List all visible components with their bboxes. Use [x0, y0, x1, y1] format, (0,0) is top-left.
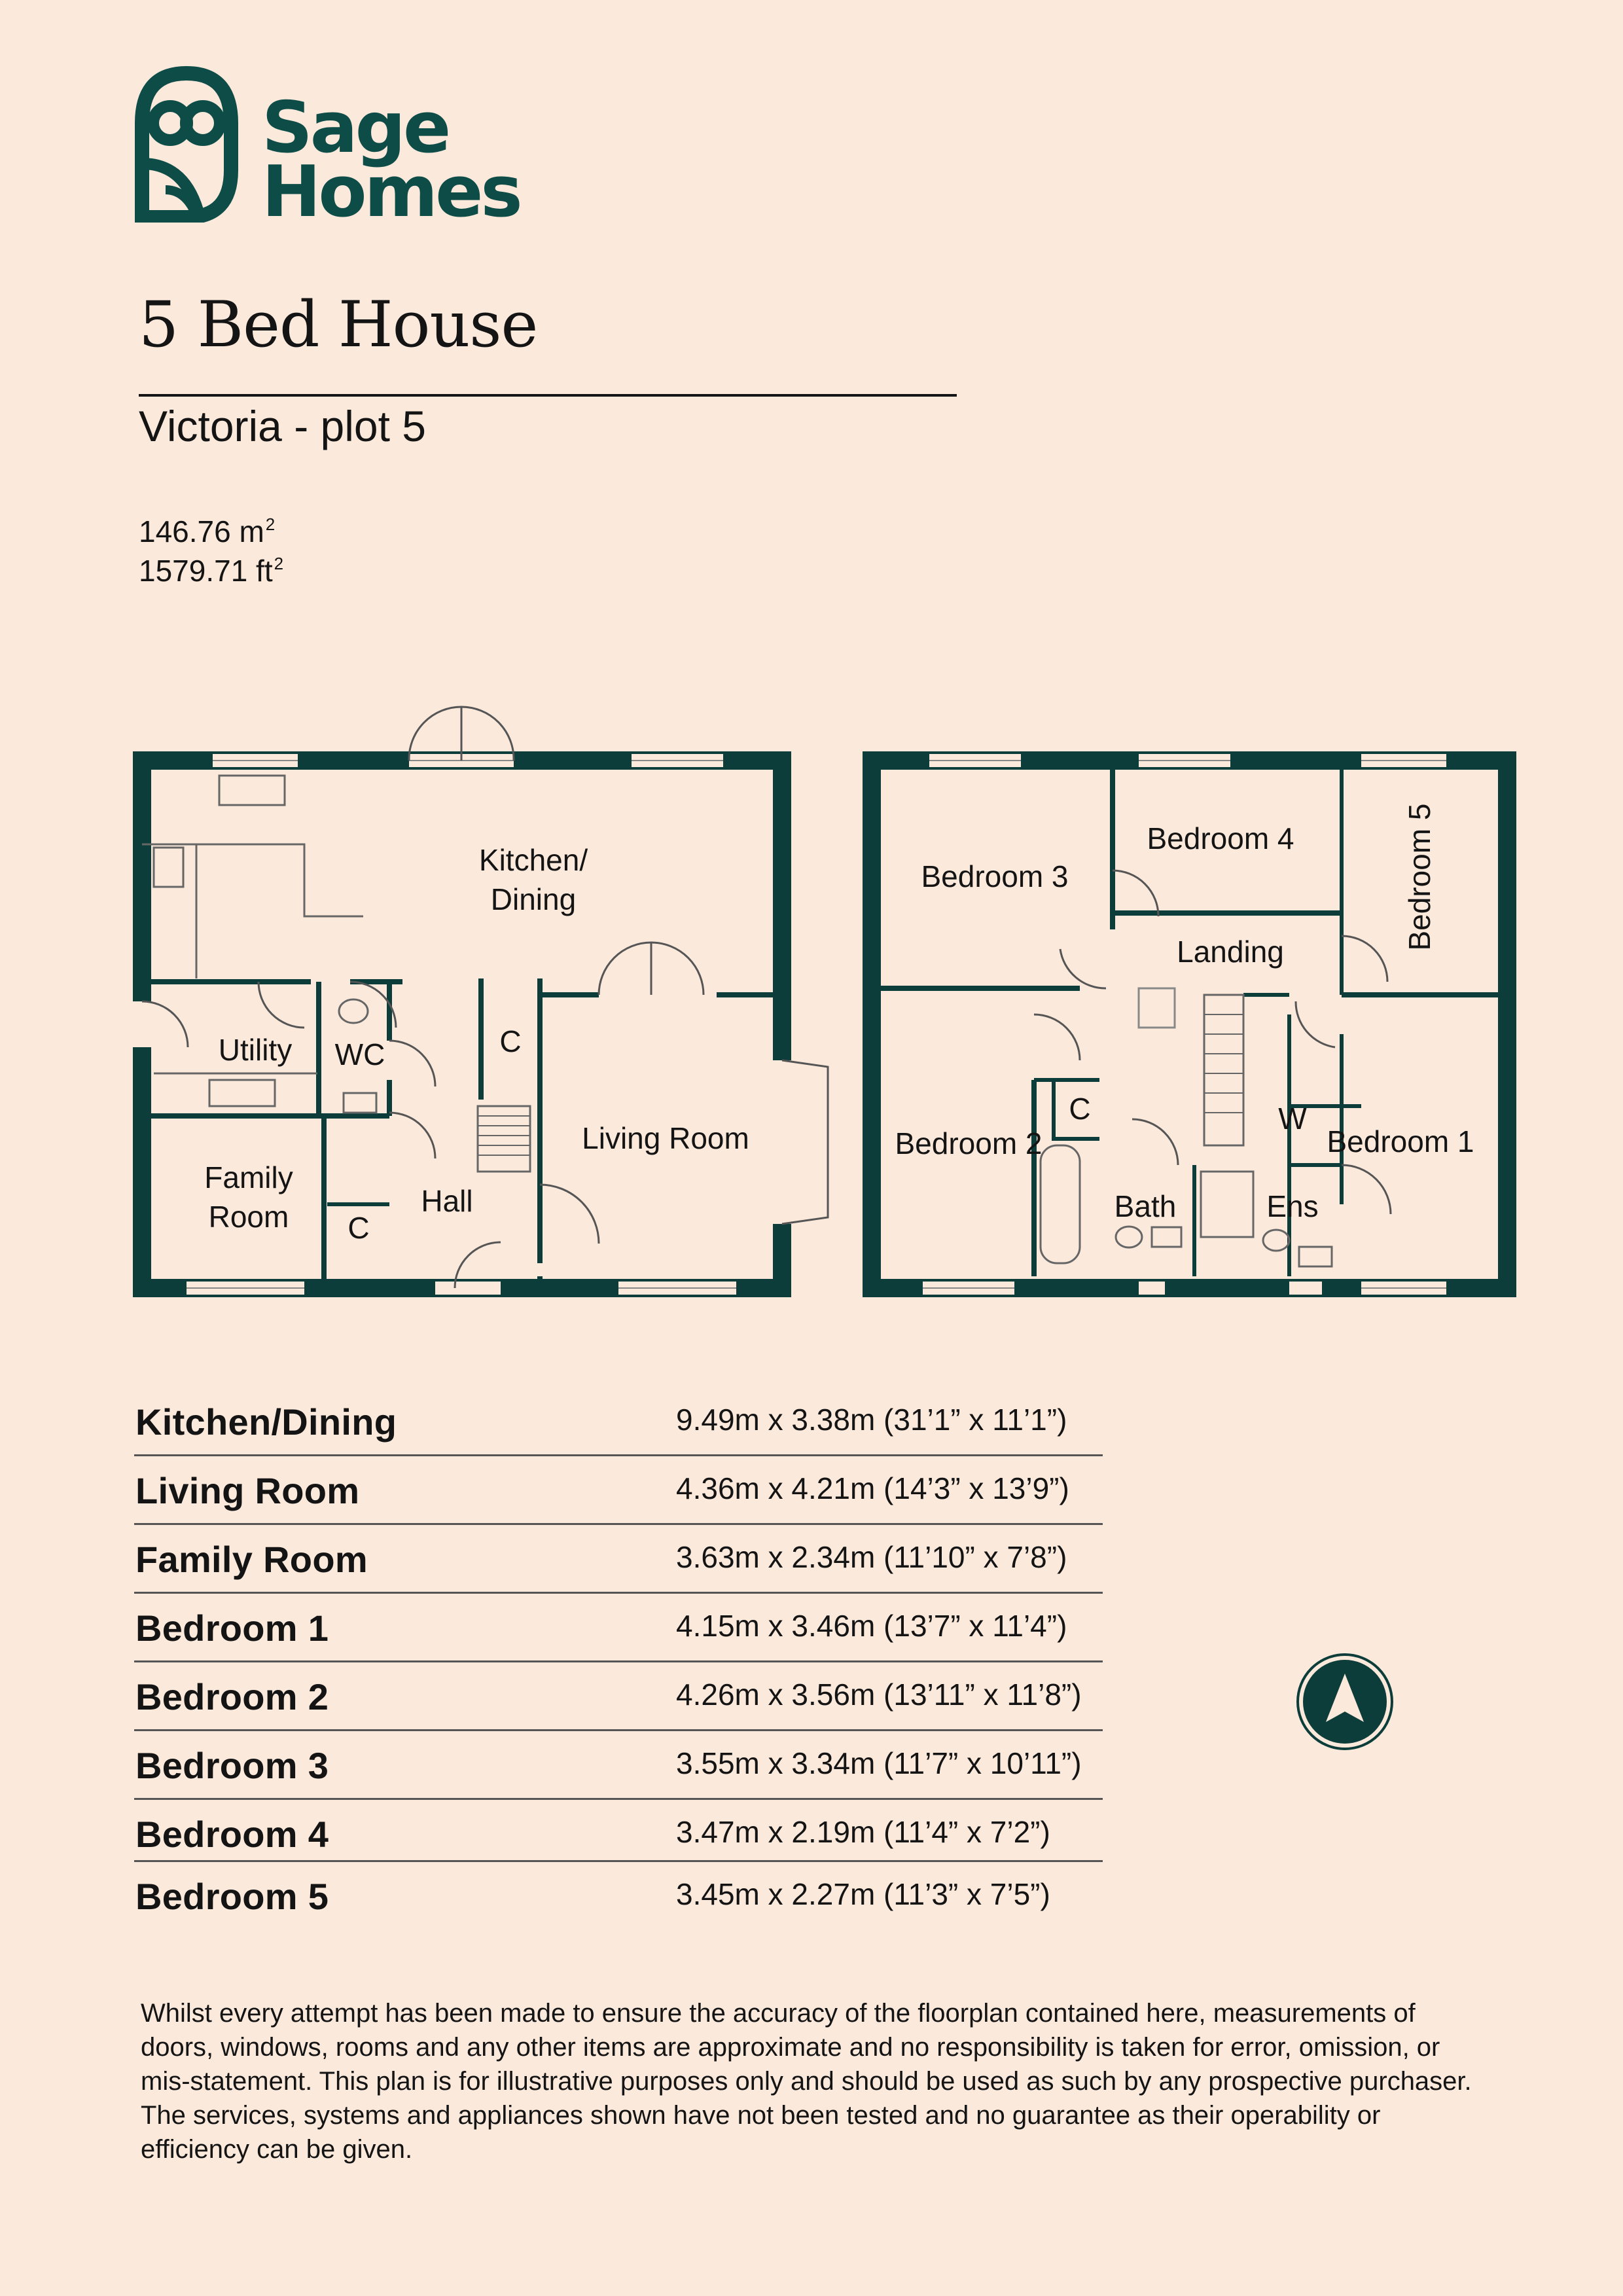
brand-name-line1: Sage — [262, 87, 451, 169]
room-cupboard: C — [499, 1024, 522, 1059]
room-utility: Utility — [218, 1033, 293, 1067]
room-dimensions-table: Kitchen/Dining 9.49m x 3.38m (31’1” x 11’… — [134, 1388, 1103, 1929]
disclaimer-text: Whilst every attempt has been made to en… — [141, 1999, 1472, 2164]
area-metric: 146.76 m2 — [139, 516, 275, 547]
room-ensuite: Ens — [1266, 1189, 1319, 1224]
dimension-room: Bedroom 4 — [135, 1814, 329, 1855]
room-landing: Landing — [1177, 935, 1284, 969]
room-cupboard: C — [1069, 1092, 1091, 1126]
room-bedroom-4: Bedroom 4 — [1147, 821, 1294, 856]
first-floor-drawing — [863, 751, 1516, 1297]
dimension-room: Living Room — [135, 1470, 360, 1511]
dimension-size: 4.15m x 3.46m (13’7” x 11’4”) — [676, 1609, 1067, 1643]
room-cupboard-2: C — [348, 1211, 370, 1246]
dimension-size: 4.26m x 3.56m (13’11” x 11’8”) — [676, 1677, 1082, 1712]
north-arrow-icon — [1296, 1653, 1394, 1751]
brand-logo: Sage Homes — [134, 65, 527, 228]
area-imperial-sup: 2 — [274, 554, 284, 573]
dimension-size: 3.55m x 3.34m (11’7” x 10’11”) — [676, 1746, 1082, 1780]
dimension-row: Family Room 3.63m x 2.34m (11’10” x 7’8”) — [134, 1525, 1103, 1594]
area-imperial-value: 1579.71 ft — [139, 554, 273, 588]
room-living: Living Room — [582, 1121, 749, 1156]
area-metric-value: 146.76 m — [139, 514, 264, 548]
first-floor-plan: Bedroom 3 Bedroom 4 Bedroom 5 Landing Be… — [863, 751, 1516, 1297]
dimension-size: 3.47m x 2.19m (11’4” x 7’2”) — [676, 1815, 1050, 1849]
dimension-size: 3.63m x 2.34m (11’10” x 7’8”) — [676, 1540, 1067, 1574]
room-wc: WC — [334, 1037, 385, 1072]
dimension-room: Bedroom 3 — [135, 1745, 329, 1786]
dimension-room: Bedroom 5 — [135, 1876, 329, 1917]
dimension-row: Kitchen/Dining 9.49m x 3.38m (31’1” x 11’… — [134, 1388, 1103, 1456]
dimension-row: Bedroom 5 3.45m x 2.27m (11’3” x 7’5”) — [134, 1862, 1103, 1929]
dimension-room: Bedroom 2 — [135, 1676, 329, 1717]
room-bedroom-2: Bedroom 2 — [895, 1126, 1043, 1161]
page-subtitle: Victoria - plot 5 — [139, 402, 426, 450]
dimension-row: Bedroom 4 3.47m x 2.19m (11’4” x 7’2”) — [134, 1800, 1103, 1862]
room-hall: Hall — [421, 1184, 473, 1219]
dimension-room: Family Room — [135, 1539, 368, 1580]
room-kitchen-dining: Kitchen/ Dining — [478, 843, 588, 916]
dimension-row: Bedroom 2 4.26m x 3.56m (13’11” x 11’8”) — [134, 1662, 1103, 1731]
dimension-room: Kitchen/Dining — [135, 1401, 397, 1443]
dimension-size: 4.36m x 4.21m (14’3” x 13’9”) — [676, 1471, 1069, 1505]
ground-floor-plan: Kitchen/ Dining Utility WC C Living Room… — [132, 706, 847, 1297]
room-bedroom-5: Bedroom 5 — [1402, 803, 1437, 951]
room-bedroom-3: Bedroom 3 — [921, 859, 1069, 894]
dimension-row: Bedroom 1 4.15m x 3.46m (13’7” x 11’4”) — [134, 1594, 1103, 1662]
dimension-size: 3.45m x 2.27m (11’3” x 7’5”) — [676, 1877, 1050, 1911]
dimension-row: Bedroom 3 3.55m x 3.34m (11’7” x 10’11”) — [134, 1731, 1103, 1800]
title-divider — [139, 394, 957, 397]
page-title: 5 Bed House — [139, 288, 538, 361]
dimension-row: Living Room 4.36m x 4.21m (14’3” x 13’9”) — [134, 1456, 1103, 1525]
dimension-room: Bedroom 1 — [135, 1607, 329, 1649]
room-wardrobe: W — [1278, 1102, 1307, 1136]
area-metric-sup: 2 — [265, 514, 276, 534]
ground-floor-drawing — [132, 706, 829, 1297]
dimension-size: 9.49m x 3.38m (31’1” x 11’1”) — [676, 1403, 1067, 1437]
owl-icon — [135, 65, 238, 223]
room-bedroom-1: Bedroom 1 — [1327, 1124, 1474, 1159]
area-imperial: 1579.71 ft2 — [139, 555, 283, 586]
room-bath: Bath — [1114, 1189, 1177, 1224]
room-family: Family Room — [204, 1160, 293, 1234]
brand-name-line2: Homes — [262, 151, 523, 233]
